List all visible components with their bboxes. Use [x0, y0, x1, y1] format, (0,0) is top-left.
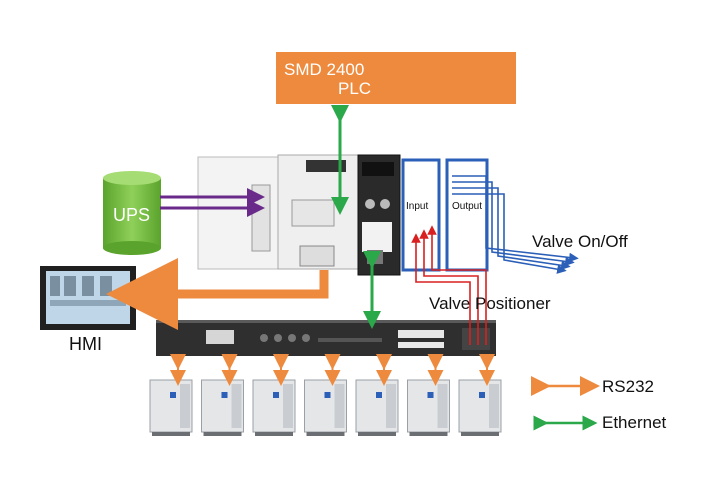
- plc-title: SMD 2400: [284, 60, 365, 79]
- hmi-link: [106, 258, 329, 330]
- hmi-panel: [40, 266, 136, 330]
- field-device: [252, 379, 296, 436]
- valve-positioner-lines: [411, 225, 487, 345]
- input-module-label: Input: [406, 201, 429, 212]
- field-device: [458, 379, 502, 436]
- field-device: [304, 379, 347, 436]
- field-devices: [149, 354, 502, 436]
- valve-positioner-label: Valve Positioner: [429, 294, 551, 313]
- hmi-label: HMI: [69, 334, 102, 354]
- plc-box: SMD 2400 PLC: [276, 52, 516, 104]
- moxa-rack: [156, 320, 496, 356]
- input-module: [401, 158, 441, 272]
- field-device: [149, 379, 193, 436]
- valve-onoff-lines: [452, 175, 579, 274]
- ups-cylinder: [103, 171, 161, 255]
- field-device: [201, 379, 244, 436]
- plc-subtitle: PLC: [338, 79, 372, 98]
- ups-label: UPS: [113, 205, 151, 225]
- legend-ethernet-label: Ethernet: [602, 413, 667, 432]
- output-module-label: Output: [452, 201, 483, 212]
- valve-onoff-label: Valve On/Off: [532, 232, 628, 251]
- legend-rs232-label: RS232: [602, 377, 654, 396]
- field-device: [355, 379, 399, 436]
- plc-rack: [197, 154, 401, 276]
- field-device: [407, 379, 450, 436]
